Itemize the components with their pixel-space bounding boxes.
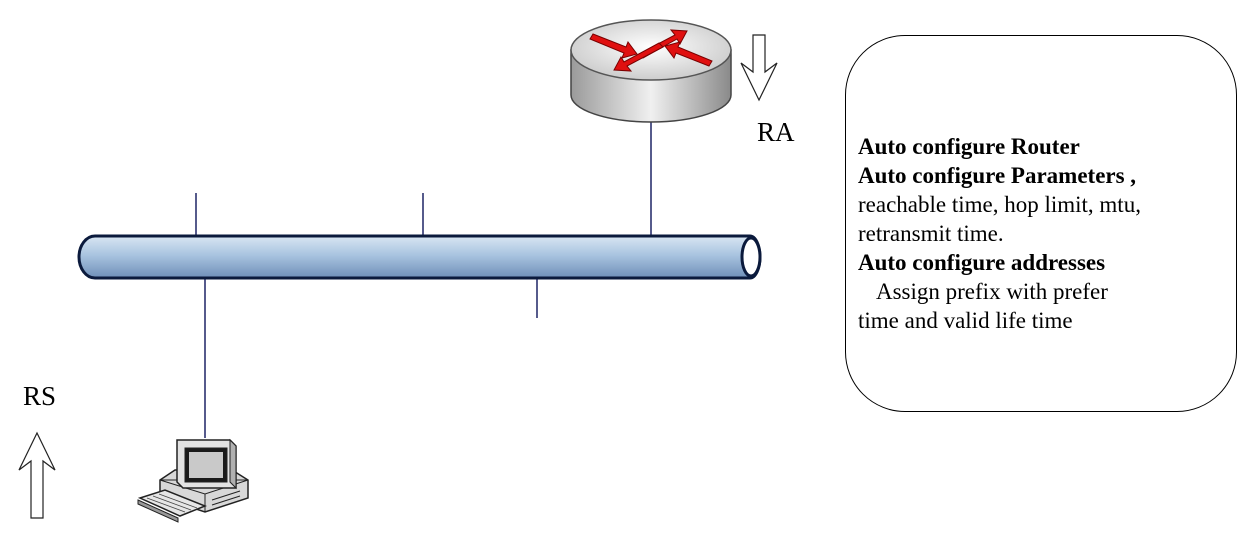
info-box-text: Auto configure Router Auto configure Par… <box>858 132 1236 335</box>
info-line-6: Assign prefix with prefer <box>876 279 1108 304</box>
rs-label: RS <box>23 381 57 411</box>
info-line-5: Auto configure addresses <box>858 250 1106 275</box>
info-line-7: time and valid life time <box>858 308 1073 333</box>
info-line-4: retransmit time. <box>858 221 1004 246</box>
info-line-3: reachable time, hop limit, mtu, <box>858 192 1141 217</box>
router-icon <box>570 19 732 123</box>
info-line-1: Auto configure Router <box>858 134 1080 159</box>
ra-down-arrow-icon <box>740 34 778 102</box>
info-line-2: Auto configure Parameters , <box>858 163 1137 188</box>
computer-icon <box>137 438 249 523</box>
ra-label: RA <box>757 117 795 147</box>
network-bus <box>77 234 762 280</box>
rs-up-arrow-icon <box>18 431 56 519</box>
